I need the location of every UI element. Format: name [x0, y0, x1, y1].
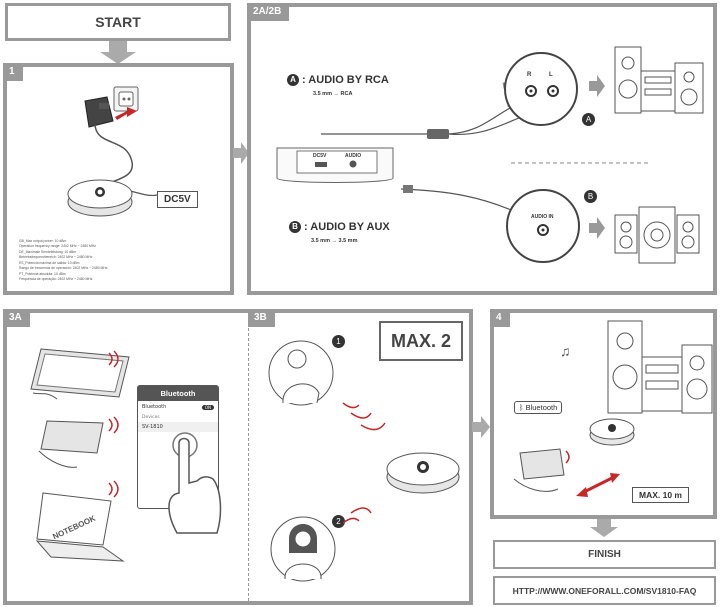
rca-r-label: R [527, 72, 532, 78]
step-3b-tag: 3B [248, 309, 275, 327]
regulatory-specs: GB_Max output power: 10 dBm Operation fr… [19, 239, 209, 282]
pointing-hand-icon [168, 432, 222, 534]
spec-line: PT_Potência absoluta: 10 dBm [19, 272, 66, 276]
step-2-tag: 2A/2B [247, 3, 290, 21]
spec-line: Frequência de operação: 2402 MHz ~ 2480 … [19, 277, 93, 281]
plug-in-arrow-icon [115, 107, 137, 120]
user-1-badge: 1 [332, 335, 345, 348]
rca-l-label: L [549, 72, 553, 78]
range-callout: MAX. 10 m [632, 487, 689, 503]
panel-step-4: 4 ♫ ᛒ Bluetooth MAX. 10 m [490, 309, 717, 519]
step3-to-step4-arrow [472, 416, 490, 438]
spec-line: DE_Maximale Sendeleistung: 10 dBm [19, 250, 77, 254]
start-down-arrow [109, 41, 127, 53]
start-box: START [5, 3, 231, 41]
rca-input-closeup [504, 52, 578, 126]
laptop-icon [35, 492, 125, 562]
receiver-4-icon [589, 418, 635, 446]
step-3a-tag: 3A [3, 309, 30, 327]
step4-down-arrowhead [590, 527, 618, 537]
option-b-badge: B [289, 221, 301, 233]
music-note-icon: ♫ [560, 343, 571, 359]
faq-url-link[interactable]: HTTP://WWW.ONEFORALL.COM/SV1810-FAQ [512, 585, 697, 596]
speaker-system-4-icon [607, 320, 713, 414]
receiver-back-panel [276, 147, 394, 183]
step-4-tag: 4 [490, 309, 510, 327]
user-1-portrait [268, 340, 334, 406]
max-devices-label: MAX. 2 [390, 330, 451, 351]
user-2-badge: 2 [332, 515, 345, 528]
option-b-title: : AUDIO BY AUX [304, 221, 390, 233]
pc-speakers-icon [614, 206, 700, 264]
spec-line: Operation frequency range: 2402 MHz ~ 24… [19, 244, 96, 248]
step-3-divider [248, 313, 249, 601]
bluetooth-receiver-3b-icon [386, 452, 460, 494]
bluetooth-receiver-icon [67, 179, 133, 217]
dc5v-label: DC5V [164, 194, 191, 205]
tablet-icon [30, 348, 130, 400]
step1-to-step2-arrow [233, 142, 249, 164]
devices-heading: Devices [142, 415, 160, 420]
finish-label: FINISH [588, 549, 621, 560]
to-speakers-arrow [589, 217, 605, 239]
power-adapter-icon [84, 96, 114, 128]
range-label: MAX. 10 m [639, 490, 682, 500]
range-arrow-icon [576, 473, 620, 497]
bluetooth-badge: ᛒ Bluetooth [514, 401, 563, 414]
start-down-arrowhead [100, 52, 136, 64]
audio-port-label: AUDIO [345, 153, 362, 159]
wall-outlet-icon [113, 86, 139, 112]
option-a-title: : AUDIO BY RCA [302, 74, 389, 86]
start-label: START [95, 14, 141, 30]
phone-hand-icon [38, 420, 104, 468]
bluetooth-icon: ᛒ [519, 403, 524, 412]
panel-step-3: 3A 3B NOTEBOOK Bluetooth Bluetooth ON De… [3, 309, 473, 605]
circle-b-badge: B [584, 190, 597, 203]
option-a-heading: A : AUDIO BY RCA [287, 74, 389, 86]
bluetooth-toggle-label: Bluetooth [142, 404, 167, 410]
max-devices-box: MAX. 2 [379, 321, 463, 361]
device-item-label: SV-1810 [142, 424, 163, 430]
panel-step-1: 1 DC5V GB_Max output power: 10 dBm Opera… [3, 63, 234, 295]
step4-down-arrow [597, 519, 611, 527]
option-b-heading: B : AUDIO BY AUX [289, 221, 390, 233]
bluetooth-settings-header: Bluetooth [138, 386, 218, 401]
to-hifi-arrow [589, 75, 605, 97]
signal-waves-icon [108, 350, 119, 498]
circle-a-badge: A [582, 113, 595, 126]
spec-line: GB_Max output power: 10 dBm [19, 239, 67, 243]
option-b-cable-spec: 3.5 mm → 3.5 mm [311, 238, 358, 244]
hifi-system-icon [614, 46, 704, 114]
option-a-badge: A [287, 74, 299, 86]
faq-url-box[interactable]: HTTP://WWW.ONEFORALL.COM/SV1810-FAQ [493, 576, 716, 605]
bluetooth-toggle[interactable]: ON [201, 404, 214, 410]
option-a-cable-spec: 3.5 mm → RCA [313, 91, 353, 97]
audio-in-label: AUDIO IN [531, 214, 554, 220]
signal-waves-3b [342, 402, 386, 524]
bluetooth-badge-label: Bluetooth [525, 403, 558, 412]
dc5v-port-label: DC5V [313, 153, 327, 159]
spec-line: Betriebsfrequenzbereich: 2402 MHz ~ 2480… [19, 255, 93, 259]
phone-in-hand-4-icon [513, 448, 570, 492]
user-2-portrait [270, 516, 336, 582]
spec-line: Rango de frecuencia de operación: 2402 M… [19, 266, 108, 270]
finish-box: FINISH [493, 540, 716, 569]
aux-input-closeup [506, 189, 580, 263]
bluetooth-toggle-row[interactable]: Bluetooth ON [138, 401, 218, 413]
dc5v-callout: DC5V [157, 191, 198, 208]
step-1-tag: 1 [3, 63, 23, 81]
device-item-sv1810[interactable]: SV-1810 [138, 422, 218, 432]
spec-line: ES_Potencia máxima de salida: 10 dBm [19, 261, 80, 265]
panel-step-2: 2A/2B A : AUDIO BY RCA 3.5 mm → RCA B : … [247, 3, 717, 295]
